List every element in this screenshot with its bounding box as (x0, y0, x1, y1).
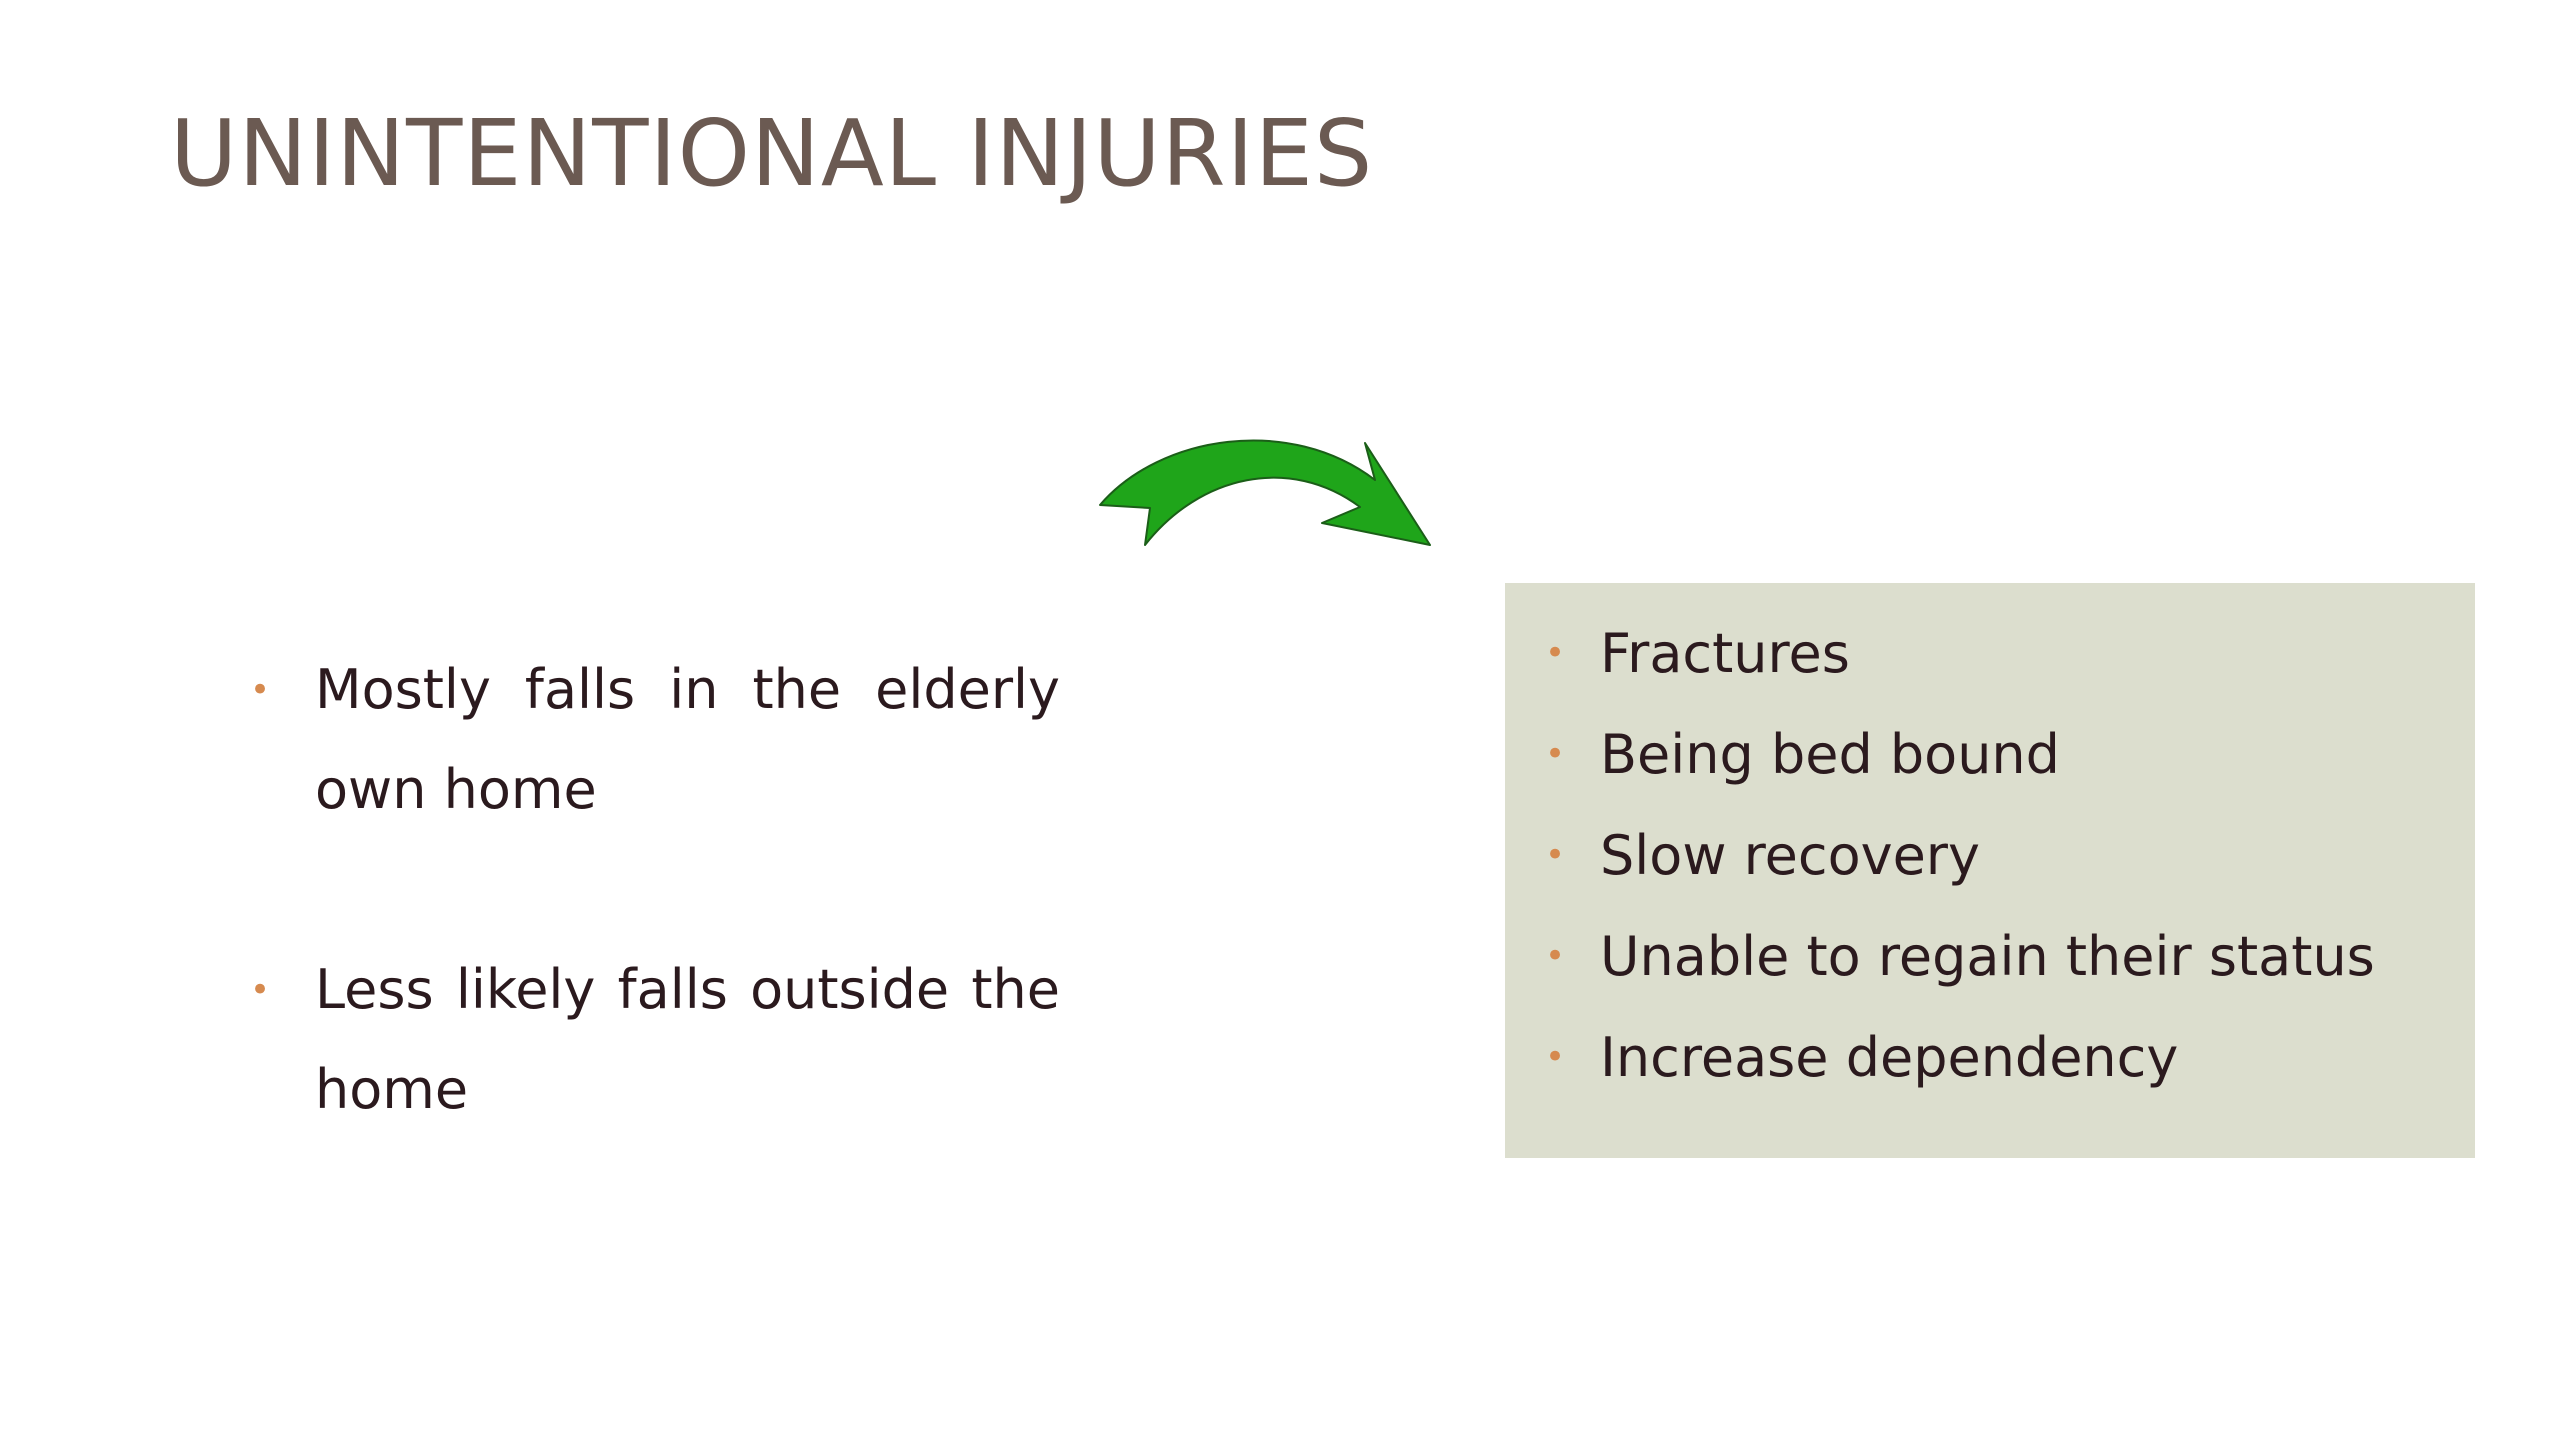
right-bullet-item-3: • Slow recovery (1545, 805, 2375, 906)
right-bullet-item-5: • Increase dependency (1545, 1007, 2375, 1108)
right-bullet-text-3: Slow recovery (1600, 824, 1980, 887)
left-bullet-text-1: Mostly falls in the elderly own home (315, 658, 1060, 821)
left-bullet-list: • Mostly falls in the elderly own home •… (250, 640, 1060, 1140)
left-bullet-text-2: Less likely falls outside the home (315, 958, 1060, 1121)
bullet-icon: • (1545, 1037, 1566, 1077)
bullet-icon: • (1545, 633, 1566, 673)
right-bullet-text-5: Increase dependency (1600, 1026, 2179, 1089)
consequences-box: • Fractures • Being bed bound • Slow rec… (1505, 583, 2475, 1158)
right-bullet-item-1: • Fractures (1545, 603, 2375, 704)
bullet-icon: • (1545, 734, 1566, 774)
bullet-icon: • (250, 970, 271, 1010)
curved-arrow-right-icon (1099, 439, 1431, 546)
slide-title: UNINTENTIONAL INJURIES (170, 100, 1374, 207)
left-bullet-item-2: • Less likely falls outside the home (250, 940, 1060, 1140)
right-bullet-text-2: Being bed bound (1600, 723, 2060, 786)
right-bullet-item-4: • Unable to regain their status (1545, 906, 2375, 1007)
bullet-icon: • (250, 670, 271, 710)
right-bullet-list: • Fractures • Being bed bound • Slow rec… (1545, 603, 2375, 1108)
left-bullet-item-1: • Mostly falls in the elderly own home (250, 640, 1060, 840)
bullet-icon: • (1545, 835, 1566, 875)
right-bullet-text-4: Unable to regain their status (1600, 925, 2375, 988)
right-bullet-item-2: • Being bed bound (1545, 704, 2375, 805)
right-bullet-text-1: Fractures (1600, 622, 1850, 685)
bullet-icon: • (1545, 936, 1566, 976)
